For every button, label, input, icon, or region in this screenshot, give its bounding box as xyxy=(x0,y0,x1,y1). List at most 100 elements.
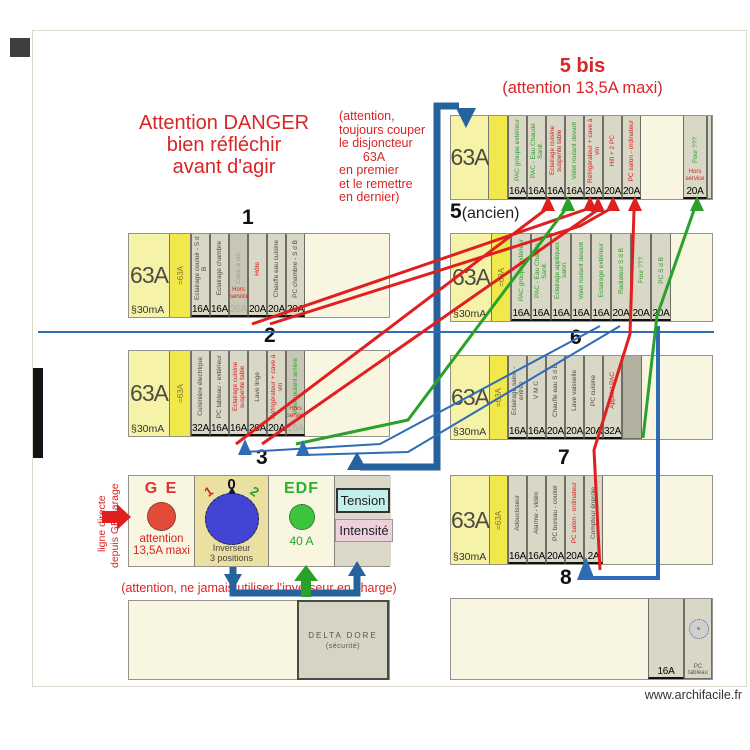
delta-dore-label: DELTA DORE xyxy=(308,630,378,640)
hors-service-word: Hors xyxy=(688,169,702,175)
delta-dore-panel[interactable]: DELTA DORE (sécurité) xyxy=(128,600,390,680)
breaker-amp-label: 16A xyxy=(566,186,583,197)
ge-label: G E xyxy=(144,480,179,497)
circuit-label-wrap: PAC groupe extérieur xyxy=(509,118,526,183)
circuit-column[interactable]: PAC - Eau Chaude Sanit.16A xyxy=(527,116,546,199)
circuit-label-wrap: Eclairage extérieur xyxy=(592,236,610,305)
transfer-switch-panel[interactable]: G E attention 13,5A maxi 1 0 2 Inverseur… xyxy=(128,475,393,567)
circuit-label-wrap: PAC groupe extérieur xyxy=(512,236,530,305)
panel-number-8: 8 xyxy=(560,566,572,589)
differential-rating: §30mA xyxy=(453,551,487,563)
inverter-caption: Inverseur 3 positions xyxy=(209,543,254,563)
circuit-label: PAC - Eau Chaude Sanit. xyxy=(534,243,548,298)
main-breaker-rating: 63A xyxy=(451,384,490,410)
edf-indicator-light[interactable] xyxy=(288,504,315,530)
inverter-knob[interactable] xyxy=(204,487,259,545)
circuit-label: PC chambre - S d B xyxy=(292,239,299,298)
socket-icon xyxy=(689,619,709,639)
circuit-label-wrap: PC cuisine xyxy=(585,358,602,423)
circuit-label: PC bureau - couloir xyxy=(552,485,559,541)
circuit-label-wrap: Alarme - vidéo xyxy=(528,478,545,548)
circuit-column[interactable]: PAC - Eau Chaude Sanit.16A xyxy=(531,234,551,321)
breaker-amp-label: 16A xyxy=(528,186,545,197)
breaker-amp-label: 16A xyxy=(528,426,545,437)
panel-5bis-title: 5 bis xyxy=(559,55,606,77)
circuit-label-wrap: Réfrigérateur + cave à vin xyxy=(268,353,285,420)
circuit-label-wrap: Volet roulant devant xyxy=(572,236,590,305)
circuit-label-wrap: Eclairage cuisine suspente table xyxy=(547,118,564,183)
circuit-column[interactable]: Eclairage cuisine suspente table 16A xyxy=(229,351,248,436)
decor-bar xyxy=(10,38,30,57)
circuit-label-wrap: Appoint PAC xyxy=(604,358,621,423)
circuit-label: Eclairage extérieur xyxy=(597,243,605,298)
tension-button[interactable]: Tension xyxy=(336,488,390,513)
circuit-column[interactable]: 16A xyxy=(648,599,684,679)
circuit-column[interactable]: Alarme - vidéo 16A xyxy=(527,476,546,564)
breaker-amp-label: 20A xyxy=(686,186,704,197)
ge-indicator-light[interactable] xyxy=(147,502,176,531)
circuit-label-wrap: Cuisinière électrique xyxy=(192,353,209,420)
differential-rating: §30mA xyxy=(453,308,487,320)
circuit-column[interactable]: Four ???20A xyxy=(631,234,651,321)
circuit-label: Alarme - vidéo xyxy=(533,492,540,534)
circuit-label: Appoint PAC xyxy=(609,372,616,409)
circuit-label-wrap: Eclairage couloir - S d B xyxy=(192,236,209,301)
circuit-label-wrap: PC S d B xyxy=(652,236,670,305)
differential-rating: §30mA xyxy=(131,304,165,316)
circuit-column[interactable]: Eclairage extérieur 16A xyxy=(591,234,611,321)
breaker-amp-label: 20A xyxy=(632,308,650,319)
circuit-label: Eclairage cuisine suspente table xyxy=(231,361,246,412)
panel-filler xyxy=(642,356,712,439)
breaker-amp-label: 20A xyxy=(249,304,266,315)
breaker-amp-label: 16A xyxy=(230,423,247,434)
breaker-amp-label: 16A xyxy=(592,308,610,319)
intensite-button[interactable]: Intensité xyxy=(335,519,393,542)
panel-spacer xyxy=(451,599,648,679)
differential-rating: §30mA xyxy=(453,426,487,438)
socket-column[interactable]: PC tableau xyxy=(684,599,712,679)
breaker-amp-label: 16A xyxy=(528,551,545,562)
circuit-label: PC salon - ordinateur xyxy=(571,482,578,544)
panel-spacer xyxy=(707,116,712,199)
